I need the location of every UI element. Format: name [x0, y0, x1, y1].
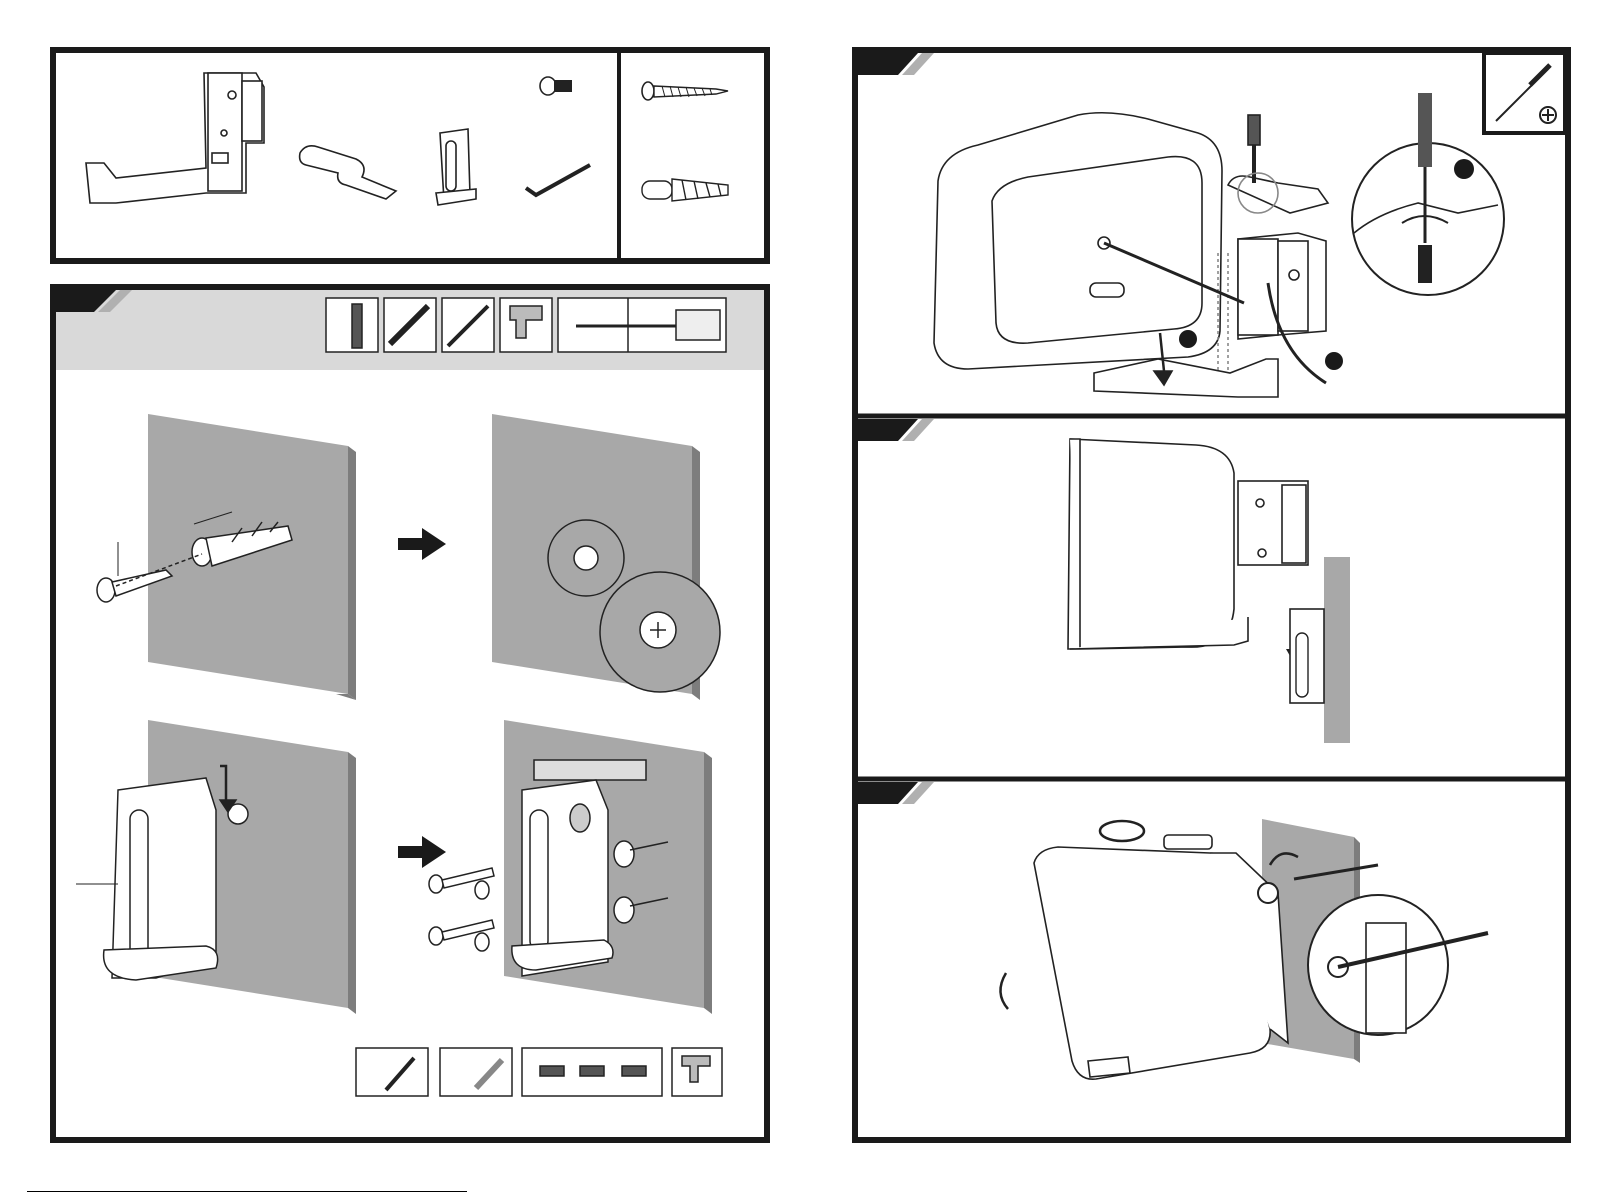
parts-panel — [50, 47, 770, 264]
allen-key-icon — [526, 165, 590, 195]
drill-mark-icon — [440, 1048, 512, 1096]
bolt-icon — [540, 77, 572, 95]
wall-mount-step-panel — [50, 284, 770, 1143]
hook-clip-icon — [300, 146, 396, 199]
speaker-mount-illustration — [858, 53, 1565, 1137]
mark-icon — [356, 1048, 428, 1096]
speaker-body-3 — [1034, 835, 1288, 1079]
phillips-screwdriver-icon — [1484, 53, 1565, 133]
wall-mount-illustration — [56, 290, 764, 1137]
arrow-right-1 — [398, 528, 446, 560]
tool-icons — [326, 298, 726, 352]
zoom-detail-1 — [1352, 93, 1504, 295]
speaker-body-1 — [934, 113, 1222, 369]
wall-block-1 — [148, 414, 356, 700]
bottom-tool-icons — [356, 1048, 722, 1096]
level-bar — [534, 760, 646, 780]
wall-plug-icon — [642, 179, 728, 201]
speaker-side-2 — [1068, 439, 1308, 649]
parts-illustration — [56, 53, 764, 258]
right-steps-panel — [852, 47, 1571, 1143]
arrow-right-2 — [398, 836, 446, 868]
mount-post-icon — [436, 129, 476, 205]
wall-strip-2 — [1286, 557, 1350, 743]
wall-bracket-icon — [86, 73, 264, 203]
wood-screw-icon — [642, 82, 728, 100]
